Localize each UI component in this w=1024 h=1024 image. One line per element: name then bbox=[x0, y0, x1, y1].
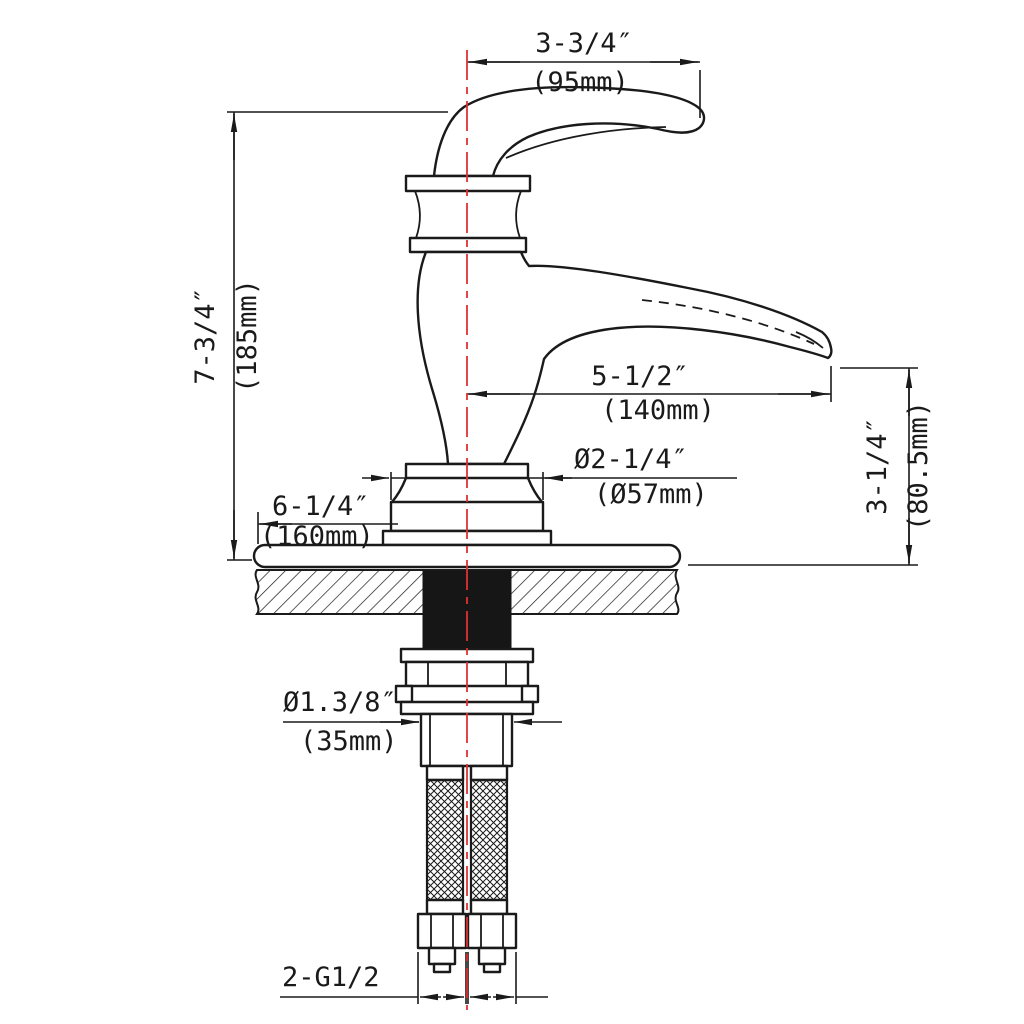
hose-ferrule-bottom bbox=[425, 898, 465, 916]
dim-spout-height-mm: (80.5mm) bbox=[903, 401, 934, 531]
hose-braid bbox=[425, 778, 465, 902]
hose-ferrule-top bbox=[469, 764, 509, 782]
dim-spout-height-inches: 3-1/4″ bbox=[862, 417, 893, 515]
faucet-handle bbox=[432, 85, 706, 178]
hose-connector-tip bbox=[477, 946, 507, 966]
collar-ring-bottom bbox=[408, 236, 528, 254]
dim-plate-width-mm: (160mm) bbox=[260, 521, 374, 552]
hose-ferrule-top bbox=[425, 764, 465, 782]
dim-handle-mm: (95mm) bbox=[531, 67, 629, 98]
dimension-plate-width: 6-1/4″ (160mm) bbox=[257, 491, 398, 552]
supply-hose-right bbox=[466, 764, 518, 974]
dim-base-diameter-mm: (Ø57mm) bbox=[594, 479, 708, 510]
hose-ferrule-bottom bbox=[469, 898, 509, 916]
dimension-spout-reach: 5-1/2″ (140mm) bbox=[467, 361, 832, 426]
dimension-total-height: 7-3/4″ (185mm) bbox=[190, 111, 448, 561]
dim-reach-mm: (140mm) bbox=[601, 395, 715, 426]
dim-hose-thread-label: 2-G1/2 bbox=[282, 962, 380, 993]
dim-base-diameter-inches: Ø2-1/4″ bbox=[574, 444, 688, 475]
dim-handle-inches: 3-3/4″ bbox=[535, 28, 633, 59]
dimension-spout-height: 3-1/4″ (80.5mm) bbox=[688, 367, 934, 566]
faucet-body-and-spout bbox=[416, 250, 833, 466]
dim-plate-width-inches: 6-1/4″ bbox=[272, 491, 370, 522]
dimension-hose-thread: 2-G1/2 bbox=[280, 952, 548, 1004]
dim-hole-diameter-inches: Ø1.3/8″ bbox=[283, 687, 397, 718]
nut-tab-left bbox=[394, 684, 414, 704]
dimension-base-diameter: Ø2-1/4″ (Ø57mm) bbox=[362, 444, 737, 510]
hose-connector-tip bbox=[427, 946, 457, 966]
dim-height-inches: 7-3/4″ bbox=[190, 287, 221, 385]
hose-connector-nut bbox=[466, 912, 518, 950]
supply-hose-left bbox=[416, 764, 468, 974]
hose-connector-nub bbox=[482, 962, 502, 974]
dimension-handle-length: 3-3/4″ (95mm) bbox=[467, 28, 701, 118]
dim-hole-diameter-mm: (35mm) bbox=[300, 726, 398, 757]
hose-braid bbox=[469, 778, 509, 902]
spout-channel-dashed-line bbox=[641, 299, 815, 345]
dim-height-mm: (185mm) bbox=[232, 279, 263, 393]
hose-connector-nut bbox=[416, 912, 468, 950]
hose-connector-nub bbox=[432, 962, 452, 974]
dim-reach-inches: 5-1/2″ bbox=[591, 361, 689, 392]
faucet-collar bbox=[404, 174, 532, 254]
collar-ring-top bbox=[404, 174, 532, 193]
nut-tab-right bbox=[520, 684, 540, 704]
dimension-hole-diameter: Ø1.3/8″ (35mm) bbox=[283, 687, 562, 757]
